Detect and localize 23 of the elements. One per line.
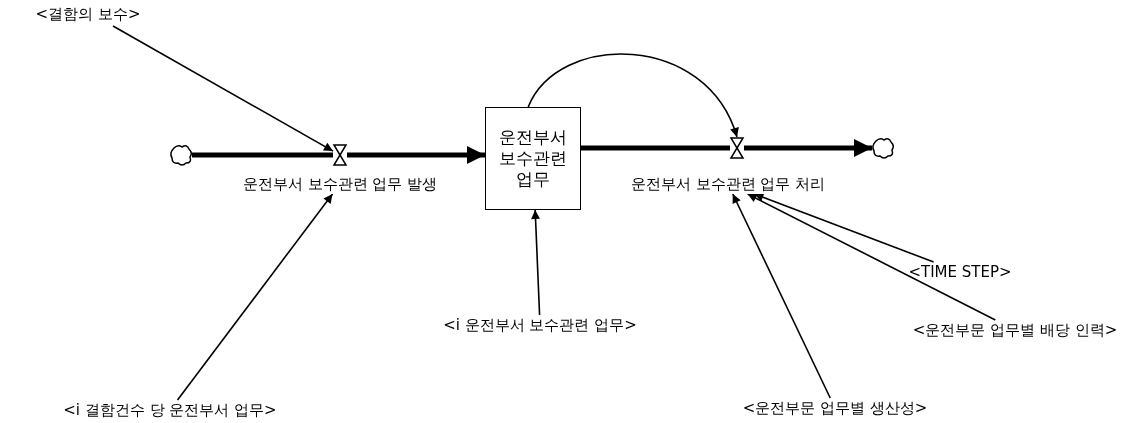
cloud-icon xyxy=(872,137,894,159)
variable-label: <결함의 보수> xyxy=(35,4,141,24)
variable-label: <운전부문 업무별 생산성> xyxy=(742,398,928,418)
cloud-icon xyxy=(170,144,192,166)
arrow xyxy=(176,193,334,401)
variable-label: <i 결함건수 당 운전부서 업무> xyxy=(63,400,277,420)
flow-label: 운전부서 보수관련 업무 발생 xyxy=(242,174,438,194)
variable-label: <운전부문 업무별 배당 인력> xyxy=(912,320,1118,340)
valve-icon xyxy=(333,144,347,166)
arrow xyxy=(732,193,831,399)
flow-pipe xyxy=(581,145,730,151)
flow-pipe xyxy=(744,139,872,157)
arrow xyxy=(527,53,738,138)
variable-label: <TIME STEP> xyxy=(908,262,1012,282)
flow-pipe xyxy=(347,146,485,164)
arrow xyxy=(746,193,997,321)
arrow xyxy=(112,25,334,152)
valve-icon xyxy=(730,137,744,159)
arrow xyxy=(531,209,541,316)
variable-label: <i 운전부서 보수관련 업무> xyxy=(443,315,637,335)
flow-label: 운전부서 보수관련 업무 처리 xyxy=(630,174,826,194)
stock-box: 운전부서 보수관련 업무 xyxy=(485,107,581,210)
flow-pipe xyxy=(192,152,333,158)
